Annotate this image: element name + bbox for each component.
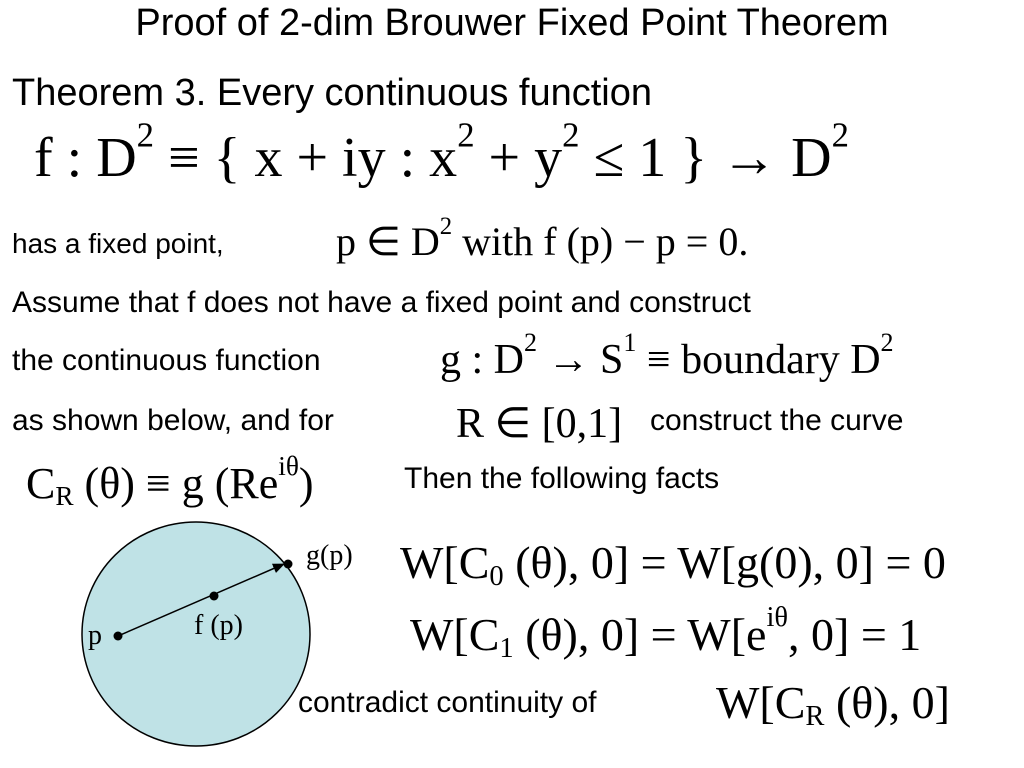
label-fp: f (p) (194, 610, 243, 641)
fdef-part-3: + y (474, 127, 563, 189)
assumption-text: Assume that f does not have a fixed poin… (12, 286, 751, 319)
fdef-exp-4: 2 (831, 115, 849, 155)
label-p: p (88, 620, 102, 651)
fixed-point-math: p ∈ D2 with f (p) − p = 0. (336, 214, 749, 265)
then-text: Then the following facts (404, 462, 720, 495)
w1-sub: 1 (499, 633, 514, 665)
fixed-point-exp: 2 (439, 212, 453, 240)
point-gp (283, 559, 293, 569)
curve-definition: CR (θ) ≡ g (Reiθ) (26, 452, 314, 511)
disk-figure: p f (p) g(p) (81, 521, 353, 747)
label-gp: g(p) (306, 540, 353, 571)
fdef-part-1: f : D (34, 127, 137, 189)
function-definition: f : D2 ≡ { x + iy : x2 + y2 ≤ 1 } → D2 (34, 118, 849, 190)
w0-part-1: W[C (400, 537, 490, 588)
w1-part-1: W[C (410, 609, 500, 660)
contra-part-2: (θ), 0] (824, 677, 950, 728)
g-map-exp-2: 1 (623, 327, 637, 357)
page-title: Proof of 2-dim Brouwer Fixed Point Theor… (135, 2, 889, 44)
curve-part-2: ) (298, 459, 314, 508)
continuous-function-math: g : D2 → S1 ≡ boundary D2 (440, 329, 894, 384)
winding-fact-1: W[C1 (θ), 0] = W[eiθ, 0] = 1 (410, 603, 922, 665)
g-map-3: ≡ boundary D (636, 337, 881, 383)
winding-fact-0: W[C0 (θ), 0] = W[g(0), 0] = 0 (400, 536, 946, 593)
g-map-exp-1: 2 (524, 327, 538, 357)
point-fp (209, 591, 219, 601)
contradiction-math: W[CR (θ), 0] (716, 676, 950, 733)
fdef-exp-1: 2 (136, 115, 155, 155)
contradiction-text: contradict continuity of (298, 686, 597, 719)
fixed-point-math-2: with f (p) − p = 0. (452, 219, 749, 264)
construct-curve-text: construct the curve (650, 404, 904, 437)
g-map-1: g : D (440, 337, 524, 383)
fdef-exp-2: 2 (457, 115, 475, 155)
curve-c: C (26, 459, 56, 508)
fixed-point-math-1: p ∈ D (336, 219, 440, 264)
point-p (113, 631, 123, 641)
contra-part-1: W[C (716, 677, 806, 728)
curve-sub: R (55, 480, 74, 511)
w1-part-2: (θ), 0] = W[e (513, 609, 767, 660)
g-map-exp-3: 2 (880, 327, 894, 357)
w1-sup: iθ (766, 601, 789, 633)
ray-arrow (117, 563, 285, 637)
contra-sub: R (805, 701, 825, 733)
continuous-function-text: the continuous function (12, 344, 321, 377)
fdef-part-4: ≤ 1 } → D (579, 127, 832, 189)
r-range-math: R ∈ [0,1] (456, 401, 623, 447)
fdef-exp-3: 2 (562, 115, 580, 155)
curve-part-1: (θ) ≡ g (Re (73, 459, 279, 508)
fixed-point-text: has a fixed point, (12, 228, 224, 259)
fdef-part-2: ≡ { x + iy : x (154, 127, 458, 189)
w0-part-2: (θ), 0] = W[g(0), 0] = 0 (503, 537, 946, 588)
curve-sup: iθ (278, 450, 299, 481)
w1-part-3: , 0] = 1 (788, 609, 922, 660)
theorem-statement: Theorem 3. Every continuous function (12, 72, 653, 114)
w0-sub: 0 (489, 561, 504, 593)
shown-below-text: as shown below, and for (12, 404, 334, 437)
g-map-2: → S (537, 337, 624, 383)
